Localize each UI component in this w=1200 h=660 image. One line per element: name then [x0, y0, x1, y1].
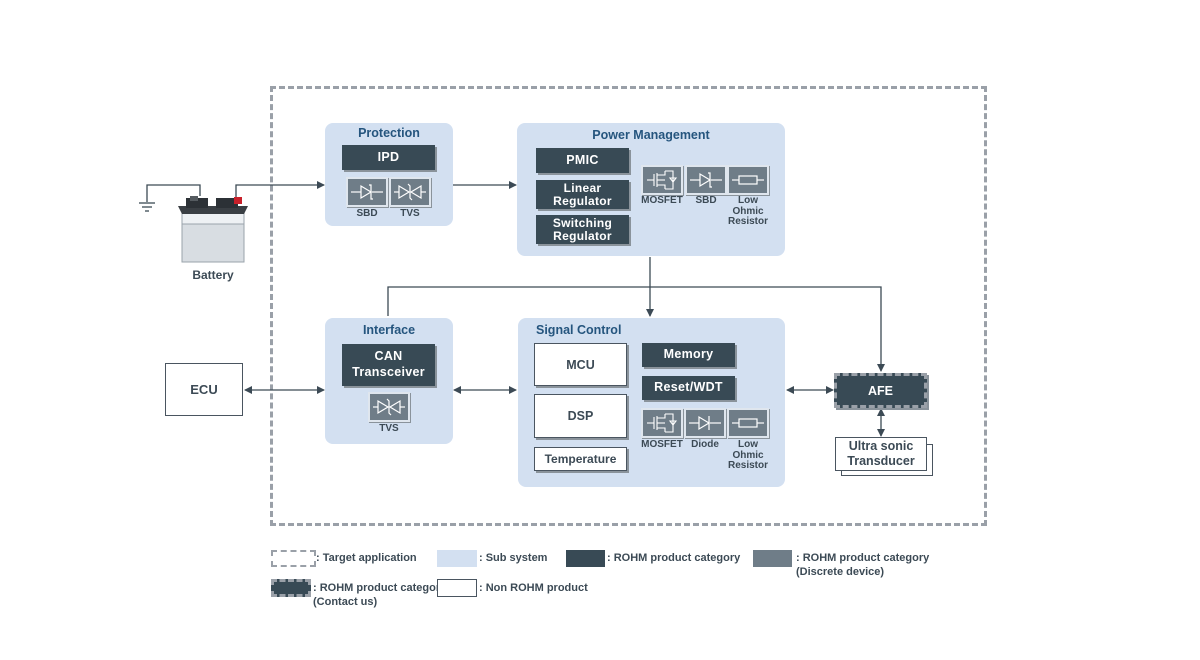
power-management-subsystem: Power Management PMIC Linear Regulator S… — [517, 123, 785, 256]
sbd-label: SBD — [356, 208, 378, 219]
interface-subsystem: Interface CAN Transceiver TVS — [325, 318, 453, 444]
ultrasonic-transducer-label: Ultra sonic Transducer — [847, 439, 915, 468]
resistor-device — [727, 408, 769, 438]
dsp-block: DSP — [534, 394, 627, 438]
linear-regulator-label: Linear Regulator — [553, 180, 612, 208]
ultrasonic-transducer-block: Ultra sonic Transducer — [835, 437, 927, 471]
battery-to-protection — [235, 181, 325, 198]
pmic-block: PMIC — [536, 148, 629, 173]
memory-label: Memory — [663, 347, 714, 362]
resistor-icon — [732, 175, 764, 185]
dsp-label: DSP — [567, 409, 594, 423]
afe-label: AFE — [868, 383, 893, 398]
sbd-label: SBD — [695, 195, 717, 206]
temperature-block: Temperature — [534, 447, 627, 471]
tvs-device — [368, 392, 410, 422]
tvs-label: TVS — [400, 208, 420, 219]
signal-control-title: Signal Control — [536, 323, 622, 337]
tvs-diode-icon — [373, 398, 405, 416]
ecu-box: ECU — [165, 363, 243, 416]
target-application-boundary — [270, 86, 987, 526]
mosfet-icon — [647, 170, 678, 190]
mcu-block: MCU — [534, 343, 627, 386]
can-transceiver-block: CAN Transceiver — [342, 344, 435, 386]
temperature-label: Temperature — [544, 452, 617, 466]
resistor-label: Low Ohmic Resistor — [727, 195, 768, 227]
reset-wdt-label: Reset/WDT — [654, 380, 723, 395]
diode-device — [684, 408, 726, 438]
ipd-block: IPD — [342, 145, 435, 170]
diode-icon — [689, 415, 721, 431]
protection-title: Protection — [358, 126, 420, 140]
tvs-device — [389, 177, 431, 207]
linear-regulator-block: Linear Regulator — [536, 180, 629, 209]
signal-control-subsystem: Signal Control MCU DSP Temperature Memor… — [518, 318, 785, 487]
memory-block: Memory — [642, 343, 735, 367]
ecu-label: ECU — [190, 382, 218, 397]
switching-regulator-block: Switching Regulator — [536, 215, 629, 244]
resistor-device — [727, 165, 769, 195]
interface-title: Interface — [362, 323, 416, 337]
mcu-label: MCU — [566, 357, 595, 372]
power-management-title: Power Management — [592, 128, 710, 142]
mosfet-label: MOSFET — [641, 439, 683, 450]
tvs-label: TVS — [379, 423, 399, 434]
ipd-label: IPD — [377, 149, 400, 164]
resistor-icon — [732, 418, 764, 428]
protection-subsystem: Protection IPD SBD TVS — [325, 123, 453, 226]
reset-wdt-block: Reset/WDT — [642, 376, 735, 400]
schottky-diode-icon — [690, 172, 722, 188]
sbd-device — [346, 177, 388, 207]
mosfet-icon — [647, 413, 678, 433]
tvs-diode-icon — [394, 183, 426, 201]
pmic-label: PMIC — [566, 152, 599, 167]
diode-label: Diode — [691, 439, 719, 450]
ground-wire — [146, 184, 201, 202]
resistor-label: Low Ohmic Resistor — [727, 439, 768, 471]
mosfet-label: MOSFET — [641, 195, 683, 206]
battery-icon — [178, 196, 248, 263]
battery-label: Battery — [192, 268, 234, 282]
schottky-diode-icon — [351, 184, 383, 200]
mosfet-device — [641, 408, 683, 438]
sbd-device — [685, 165, 727, 195]
can-transceiver-label: CAN Transceiver — [352, 349, 425, 379]
switching-regulator-label: Switching Regulator — [552, 215, 613, 243]
mosfet-device — [641, 165, 683, 195]
afe-block: AFE — [834, 373, 927, 408]
